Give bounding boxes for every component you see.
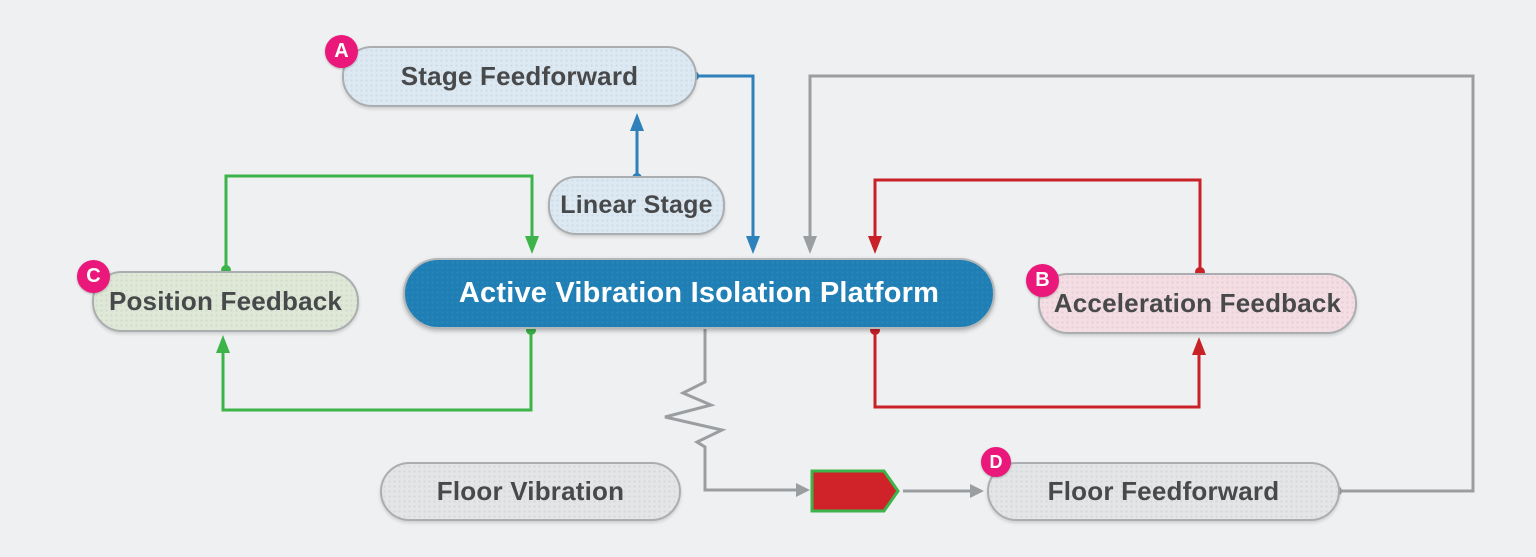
arrowhead-right-icon (796, 483, 810, 497)
badge-c: C (77, 260, 110, 293)
node-floor-feedforward: Floor Feedforward (987, 462, 1340, 521)
edge-linear-stage-to-stage-feedforward (630, 113, 644, 183)
badge-letter: D (989, 451, 1003, 472)
arrowhead-up-icon (216, 335, 230, 353)
edge-acceleration-feedback-to-platform (868, 178, 1205, 277)
badge-b: B (1026, 264, 1059, 297)
arrowhead-down-icon (746, 236, 760, 254)
arrowhead-right-icon (970, 484, 984, 498)
arrowhead-down-icon (525, 236, 539, 254)
spring-icon (664, 329, 796, 492)
arrowhead-down-icon (803, 236, 817, 254)
node-label: Position Feedback (108, 286, 343, 316)
edge-actuator-to-floor-feedforward (903, 484, 984, 498)
arrowhead-up-icon (630, 113, 644, 131)
badge-letter: C (86, 265, 101, 287)
node-label: Active Vibration Isolation Platform (458, 277, 940, 309)
edge-platform-to-position-feedback (216, 325, 536, 412)
edge-platform-spring-to-actuator (664, 329, 810, 497)
edge-platform-to-acceleration-feedback (870, 325, 1206, 409)
node-label: Stage Feedforward (400, 61, 639, 91)
node-label: Linear Stage (560, 191, 713, 219)
badge-letter: A (334, 40, 349, 62)
badge-d: D (981, 447, 1011, 477)
node-floor-vibration: Floor Vibration (380, 462, 681, 521)
badge-a: A (325, 35, 358, 68)
actuator-pentagon-icon (810, 469, 900, 513)
node-active-vibration-isolation-platform: Active Vibration Isolation Platform (403, 258, 995, 329)
node-linear-stage: Linear Stage (548, 176, 725, 235)
arrowhead-up-icon (1192, 337, 1206, 355)
arrowhead-down-icon (868, 236, 882, 254)
node-label: Acceleration Feedback (1053, 288, 1342, 318)
node-label: Floor Feedforward (1047, 476, 1280, 506)
node-label: Floor Vibration (436, 476, 625, 506)
badge-letter: B (1035, 269, 1050, 291)
node-stage-feedforward: Stage Feedforward (342, 46, 697, 107)
node-position-feedback: Position Feedback (92, 271, 359, 332)
node-acceleration-feedback: Acceleration Feedback (1038, 273, 1357, 334)
